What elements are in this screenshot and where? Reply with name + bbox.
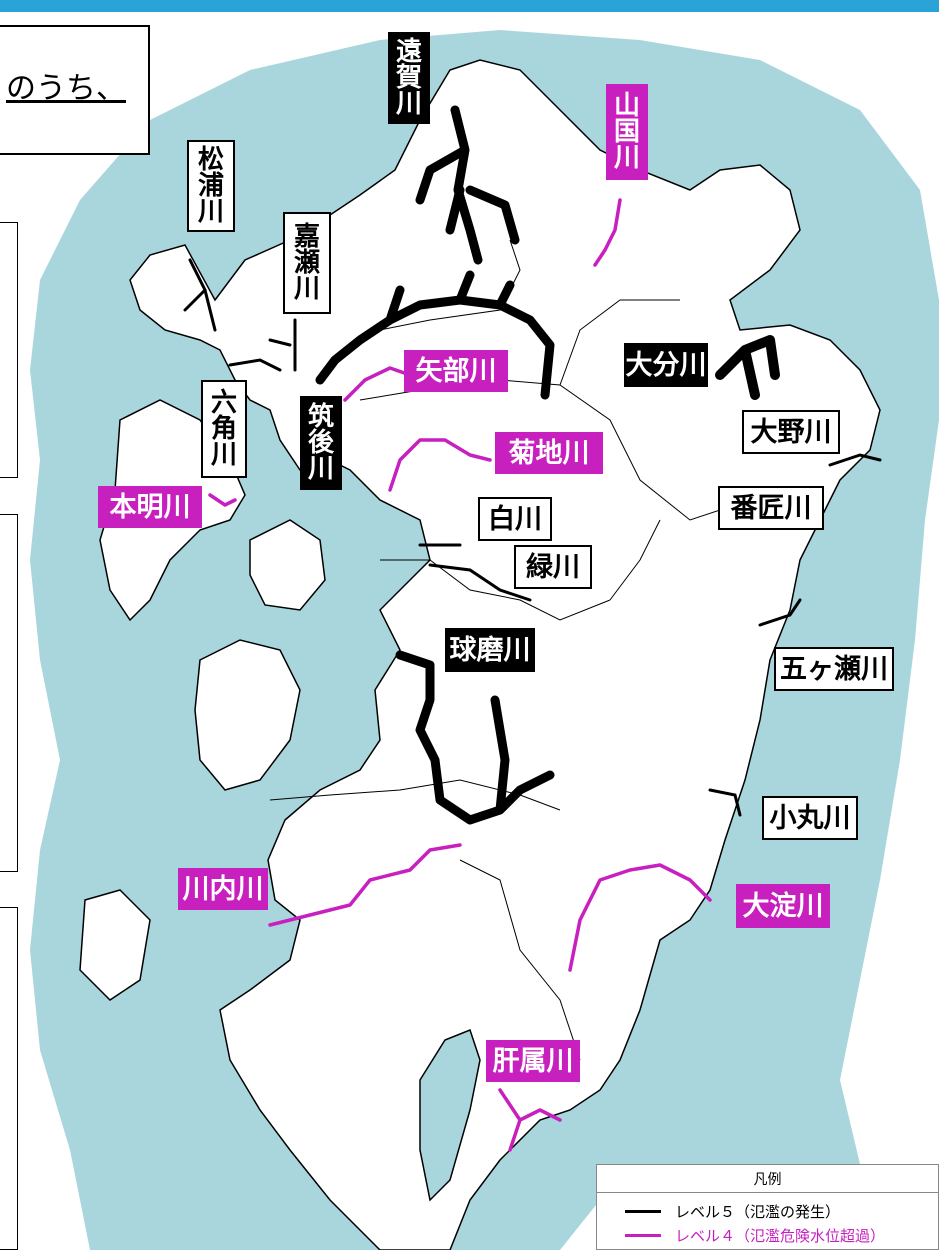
label-char: 六 — [210, 388, 237, 418]
left-panel-frame-2 — [0, 514, 18, 872]
river-onga — [415, 105, 520, 265]
land-amakusa — [194, 639, 301, 791]
label-rokkaku: 六角川 — [201, 380, 247, 478]
river-rokkaku — [228, 358, 282, 372]
header-text: のうち、 — [6, 71, 126, 106]
label-omaru: 小丸川 — [762, 796, 858, 840]
river-oita — [715, 335, 780, 400]
river-omaru — [708, 788, 742, 817]
label-sendai: 川内川 — [178, 868, 268, 910]
label-char: 川 — [613, 143, 640, 173]
header-text-box: のうち、 — [0, 25, 150, 155]
river-ono — [828, 453, 882, 467]
label-char: 瀬 — [293, 248, 320, 278]
legend-line-level4 — [625, 1234, 661, 1237]
label-char: 角 — [210, 414, 237, 444]
label-oyodo: 大淀川 — [736, 884, 830, 928]
river-yabe — [343, 366, 412, 402]
legend-label-level4: レベル４（氾濫危険水位超過） — [675, 1227, 886, 1245]
river-yamakuni — [593, 198, 622, 267]
left-panel-frame-1 — [0, 222, 18, 478]
label-char: 川 — [197, 197, 224, 227]
legend-item-level4: レベル４（氾濫危険水位超過） — [625, 1225, 885, 1246]
river-kikuchi — [388, 438, 492, 492]
label-char: 川 — [307, 454, 334, 484]
label-yabe: 矢部川 — [404, 350, 508, 392]
river-oyodo — [568, 863, 712, 972]
river-sendai — [268, 843, 462, 927]
label-oita: 大分川 — [624, 343, 708, 387]
label-yamakuni: 山国川 — [606, 84, 648, 180]
label-char: 川 — [293, 274, 320, 304]
legend-label-level5: レベル５（氾濫の発生） — [675, 1203, 841, 1221]
river-kase — [268, 318, 297, 372]
label-char: 後 — [307, 428, 334, 458]
land-island-w — [79, 889, 151, 1001]
top-banner-strip — [0, 0, 939, 12]
label-onga: 遠賀川 — [388, 32, 430, 124]
land-shimabara — [249, 519, 326, 611]
left-panel-frame-3 — [0, 907, 18, 1250]
legend-item-level5: レベル５（氾濫の発生） — [625, 1201, 840, 1222]
label-midori: 緑川 — [514, 545, 592, 589]
label-char: 松 — [197, 145, 224, 175]
label-shira: 白川 — [478, 497, 552, 541]
label-chikugo: 筑後川 — [300, 396, 342, 490]
label-banjo: 番匠川 — [718, 486, 824, 530]
label-honmyo: 本明川 — [98, 486, 202, 528]
river-matsuura — [183, 258, 217, 332]
river-honmyo — [208, 493, 237, 507]
label-char: 筑 — [307, 402, 334, 432]
land-osumi-inner — [419, 1029, 481, 1202]
label-char: 川 — [395, 89, 422, 119]
level4-rivers — [208, 198, 712, 1152]
river-kuma — [395, 650, 555, 825]
legend: 凡例 レベル５（氾濫の発生） レベル４（氾濫危険水位超過） — [596, 1164, 939, 1250]
label-char: 川 — [210, 440, 237, 470]
label-char: 国 — [613, 117, 640, 147]
label-ono: 大野川 — [742, 410, 840, 454]
label-kuma: 球磨川 — [445, 628, 535, 672]
river-midori — [428, 563, 532, 602]
label-char: 賀 — [395, 63, 422, 93]
river-chikugo — [315, 270, 555, 400]
label-matsuura: 松浦川 — [187, 140, 235, 232]
label-char: 遠 — [395, 37, 422, 67]
label-char: 嘉 — [293, 222, 320, 252]
label-char: 山 — [613, 91, 640, 121]
label-gokase: 五ヶ瀬川 — [774, 647, 894, 691]
label-char: 浦 — [197, 171, 224, 201]
river-kimotsuki — [498, 1088, 562, 1152]
label-kase: 嘉瀬川 — [283, 212, 331, 314]
label-kikuchi: 菊地川 — [495, 432, 603, 474]
legend-line-level5 — [625, 1210, 661, 1213]
legend-title: 凡例 — [597, 1169, 938, 1193]
river-gokase — [758, 598, 802, 627]
label-kimotsuki: 肝属川 — [486, 1040, 580, 1082]
level5-rivers — [315, 105, 780, 825]
